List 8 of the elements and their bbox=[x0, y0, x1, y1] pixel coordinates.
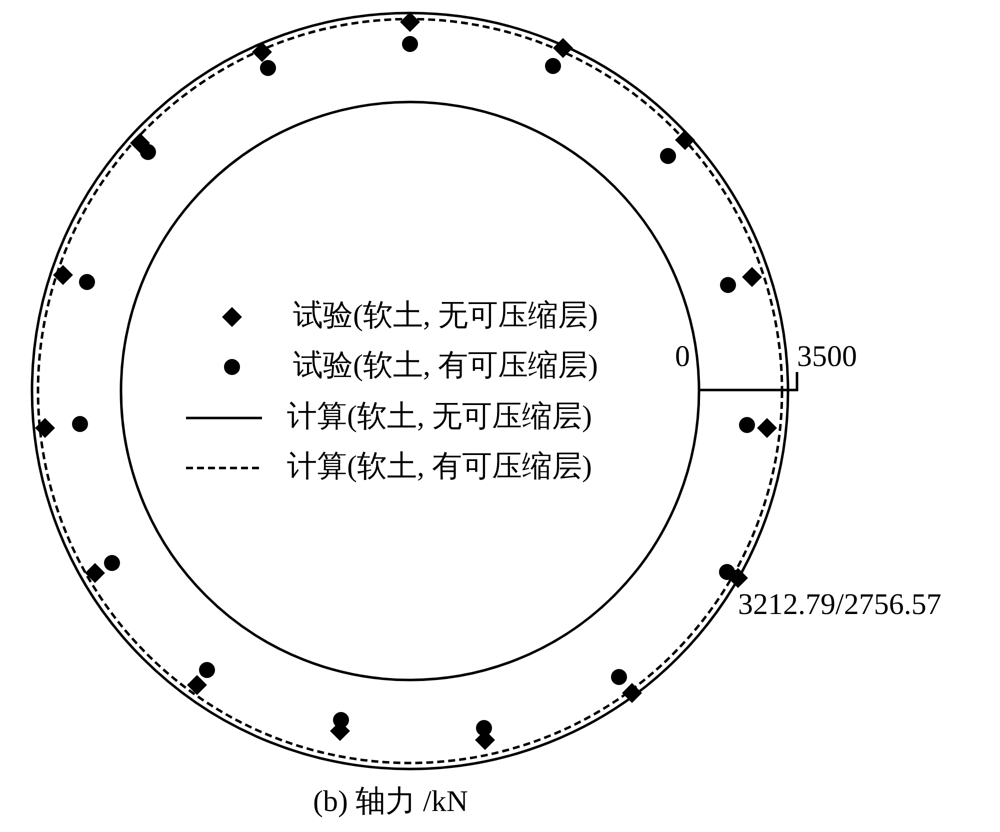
legend-label: 试验(软土, 无可压缩层) bbox=[293, 299, 598, 333]
axis-label: 3500 bbox=[797, 340, 857, 374]
legend-label: 计算(软土, 无可压缩层) bbox=[287, 400, 592, 434]
axis-label: 0 bbox=[675, 340, 690, 374]
legend-label: 试验(软土, 有可压缩层) bbox=[293, 349, 598, 383]
caption: (b) 轴力 /kN bbox=[313, 785, 468, 819]
legend-label: 计算(软土, 有可压缩层) bbox=[287, 450, 592, 484]
value-label: 3212.79/2756.57 bbox=[738, 588, 942, 622]
